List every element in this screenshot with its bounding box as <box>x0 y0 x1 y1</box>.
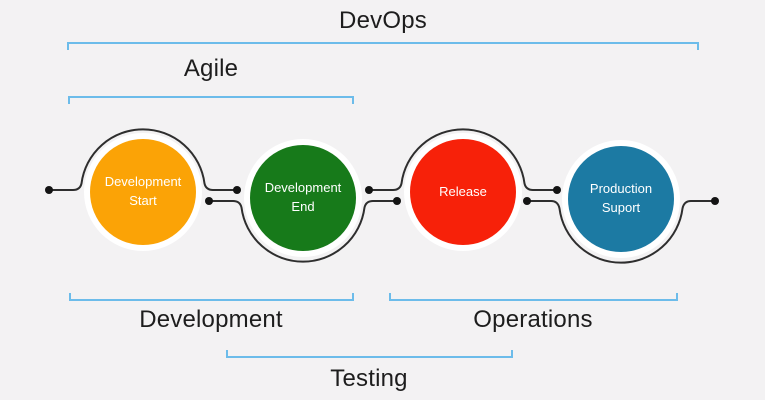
heading-operations: Operations <box>473 306 593 333</box>
endpoint-dot <box>393 197 401 205</box>
heading-development: Development <box>139 306 283 333</box>
endpoint-dot <box>711 197 719 205</box>
bracket-operations <box>389 293 678 301</box>
node-circle-development-start <box>90 139 196 245</box>
bracket-development <box>69 293 354 301</box>
bracket-testing <box>226 350 513 358</box>
node-circle-production-suport <box>568 146 674 252</box>
node-circle-development-end <box>250 145 356 251</box>
endpoint-dot <box>45 186 53 194</box>
endpoint-dot <box>553 186 561 194</box>
heading-testing: Testing <box>330 365 408 392</box>
endpoint-dot <box>205 197 213 205</box>
bracket-devops <box>67 42 699 50</box>
node-label-development-start: Development Start <box>104 174 182 208</box>
endpoint-dot <box>365 186 373 194</box>
node-circle-release <box>410 139 516 245</box>
heading-agile: Agile <box>183 55 239 82</box>
heading-devops: DevOps <box>339 7 427 34</box>
bracket-agile <box>68 96 354 104</box>
connector-arc-production-suport <box>526 200 716 264</box>
connector-arc-development-end <box>208 200 398 263</box>
node-label-production-suport: Production Suport <box>589 181 653 215</box>
node-label-development-end: Development End <box>264 180 342 214</box>
endpoint-dot <box>523 197 531 205</box>
connector-arc-release <box>368 128 558 191</box>
endpoint-dot <box>233 186 241 194</box>
node-label-release: Release <box>439 183 487 199</box>
connector-arc-development-start <box>48 128 238 191</box>
